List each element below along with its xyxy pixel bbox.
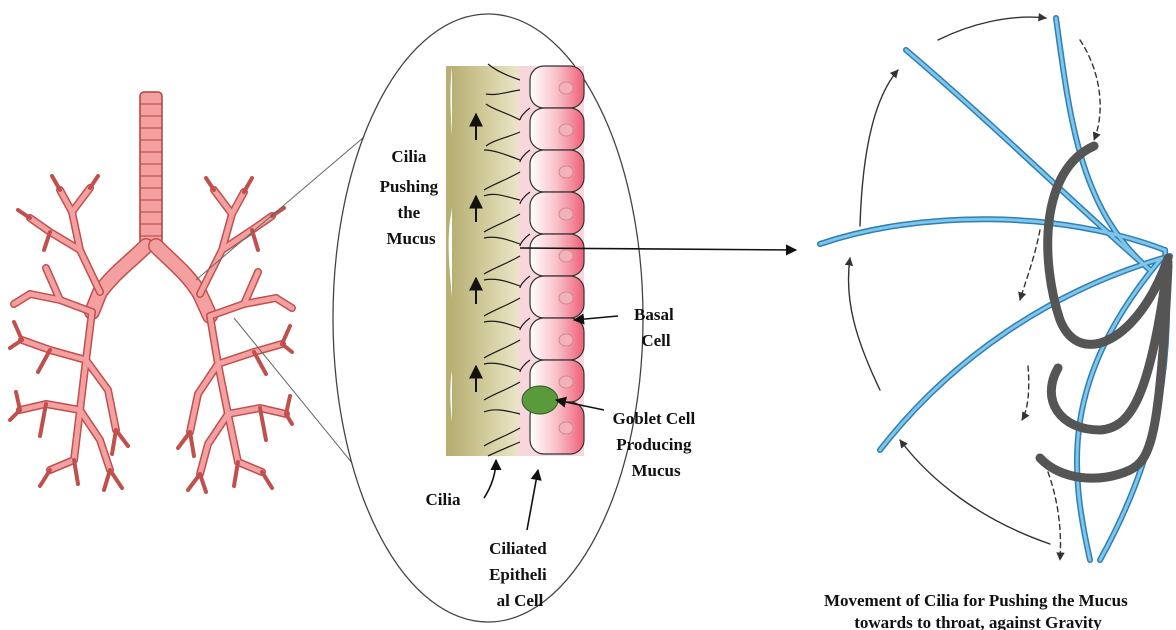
caption: Movement of Cilia for Pushing the Mucus … — [824, 591, 1132, 630]
goblet-cell — [522, 386, 558, 414]
effective-stroke-arrows — [848, 17, 1050, 544]
cilia-strokes-dark — [1040, 146, 1168, 478]
label-ciliated-cell: Ciliated Epitheli al Cell — [489, 539, 551, 610]
epithelium-section — [446, 64, 584, 456]
cilia-movement-panel — [820, 17, 1170, 560]
right-lung-branches — [178, 178, 292, 492]
label-cilia: Cilia — [426, 490, 461, 509]
cell-nuclei — [559, 82, 573, 434]
label-goblet-cell: Goblet Cell Producing Mucus — [613, 409, 700, 480]
trachea — [140, 92, 162, 248]
left-lung-branches — [10, 176, 128, 490]
lungs-bronchial-tree — [10, 92, 292, 492]
